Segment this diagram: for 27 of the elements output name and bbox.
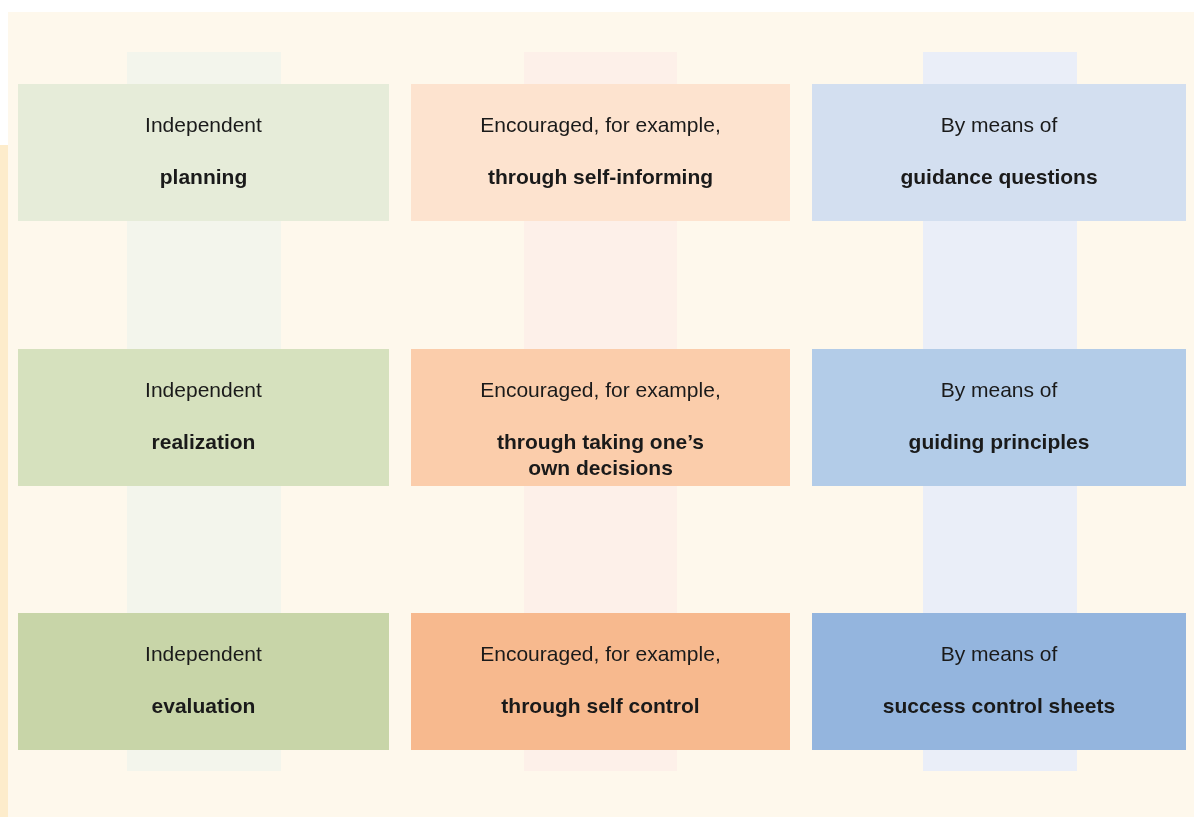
box-text: guiding principles: [907, 429, 1091, 455]
box-heading: Independent: [145, 377, 262, 403]
box-heading: Encouraged, for example,: [480, 377, 721, 403]
box-text: evaluation: [150, 693, 257, 719]
text-box: [18, 84, 389, 221]
box-text: through taking one’s own decisions: [496, 429, 705, 481]
box-text: guidance questions: [899, 164, 1099, 190]
box-heading: By means of: [940, 641, 1058, 667]
text-box: [18, 349, 389, 486]
text-box: [411, 349, 790, 486]
box-text: planning: [158, 164, 249, 190]
text-box: [812, 613, 1186, 750]
box-text: realization: [150, 429, 257, 455]
box-text: through self control: [500, 693, 701, 719]
text-box: [411, 84, 790, 221]
box-heading: Independent: [145, 112, 262, 138]
box-heading: By means of: [940, 112, 1058, 138]
text-box: [18, 613, 389, 750]
box-text: success control sheets: [881, 693, 1117, 719]
text-box: [411, 613, 790, 750]
box-heading: Encouraged, for example,: [480, 112, 721, 138]
box-heading: Encouraged, for example,: [480, 641, 721, 667]
text-box: [812, 84, 1186, 221]
box-heading: By means of: [940, 377, 1058, 403]
box-heading: Independent: [145, 641, 262, 667]
box-text: through self-informing: [486, 164, 715, 190]
text-box: [812, 349, 1186, 486]
